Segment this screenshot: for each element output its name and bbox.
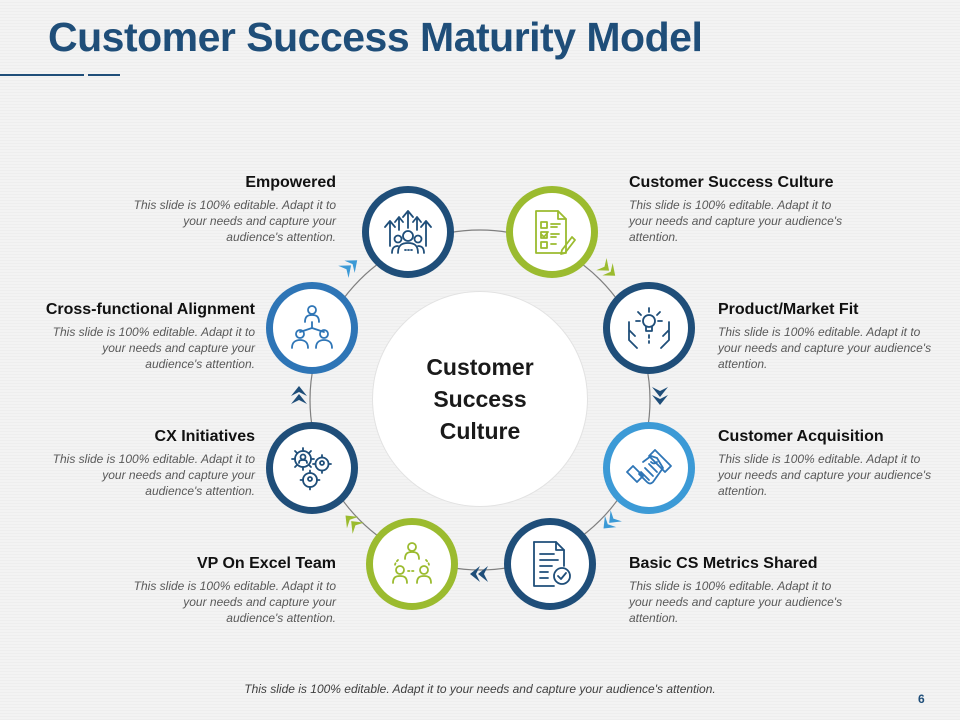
- label-title: VP On Excel Team: [196, 555, 336, 572]
- node-product-market-fit: [603, 282, 695, 374]
- team-icon: [392, 542, 432, 584]
- arrow-metrics-to-vp: [470, 566, 488, 582]
- label-description: This slide is 100% editable. Adapt it to…: [133, 198, 336, 244]
- label-title: Customer Success Culture: [629, 174, 834, 191]
- label-title: CX Initiatives: [154, 428, 255, 445]
- page-number: 6: [918, 692, 925, 706]
- label-title: Basic CS Metrics Shared: [629, 555, 818, 572]
- label-description: This slide is 100% editable. Adapt it to…: [133, 579, 336, 625]
- label-description: This slide is 100% editable. Adapt it to…: [718, 452, 932, 498]
- label-cx-initiatives: CX Initiatives This slide is 100% editab…: [5, 427, 255, 499]
- node-empowered: [362, 186, 454, 278]
- checklist-icon: [535, 210, 576, 255]
- arrow-cx-to-alignment: [291, 386, 307, 404]
- label-description: This slide is 100% editable. Adapt it to…: [629, 198, 843, 244]
- label-customer-acquisition: Customer Acquisition This slide is 100% …: [718, 427, 960, 499]
- node-cx-initiatives: [266, 422, 358, 514]
- label-basic-cs-metrics-shared: Basic CS Metrics Shared This slide is 10…: [629, 554, 879, 626]
- document-check-icon: [533, 541, 571, 587]
- label-vp-on-excel-team: VP On Excel Team This slide is 100% edit…: [86, 554, 336, 626]
- node-vp-on-excel-team: [366, 518, 458, 610]
- node-cross-functional-alignment: [266, 282, 358, 374]
- label-title: Cross-functional Alignment: [45, 301, 255, 318]
- arrow-vp-to-cx: [345, 515, 364, 534]
- label-title: Empowered: [245, 174, 336, 191]
- title-underline: [0, 74, 120, 77]
- node-customer-success-culture: [506, 186, 598, 278]
- center-circle: Customer Success Culture: [372, 291, 588, 507]
- label-cross-functional-alignment: Cross-functional Alignment This slide is…: [5, 300, 255, 372]
- arrow-empowered-to-culture: [338, 260, 358, 278]
- label-description: This slide is 100% editable. Adapt it to…: [52, 325, 255, 371]
- org-chart-icon: [291, 305, 333, 349]
- idea-hands-icon: [628, 307, 670, 349]
- arrow-culture-to-fit: [596, 258, 616, 276]
- footer-note: This slide is 100% editable. Adapt it to…: [244, 682, 716, 696]
- label-customer-success-culture: Customer Success Culture This slide is 1…: [629, 173, 879, 245]
- gears-people-icon: [291, 447, 332, 491]
- label-title: Customer Acquisition: [718, 428, 884, 445]
- node-customer-acquisition: [603, 422, 695, 514]
- label-title: Product/Market Fit: [718, 301, 859, 318]
- label-description: This slide is 100% editable. Adapt it to…: [718, 325, 932, 371]
- handshake-icon: [626, 449, 672, 485]
- label-description: This slide is 100% editable. Adapt it to…: [52, 452, 255, 498]
- arrow-acquisition-to-metrics: [603, 510, 622, 529]
- label-product-market-fit: Product/Market Fit This slide is 100% ed…: [718, 300, 960, 372]
- label-empowered: Empowered This slide is 100% editable. A…: [86, 173, 336, 245]
- slide-title: Customer Success Maturity Model: [48, 14, 703, 60]
- team-growth-icon: [384, 210, 432, 254]
- arrow-fit-to-acquisition: [652, 387, 668, 405]
- label-description: This slide is 100% editable. Adapt it to…: [629, 579, 843, 625]
- node-basic-cs-metrics-shared: [504, 518, 596, 610]
- center-label: Customer Success Culture: [426, 354, 534, 444]
